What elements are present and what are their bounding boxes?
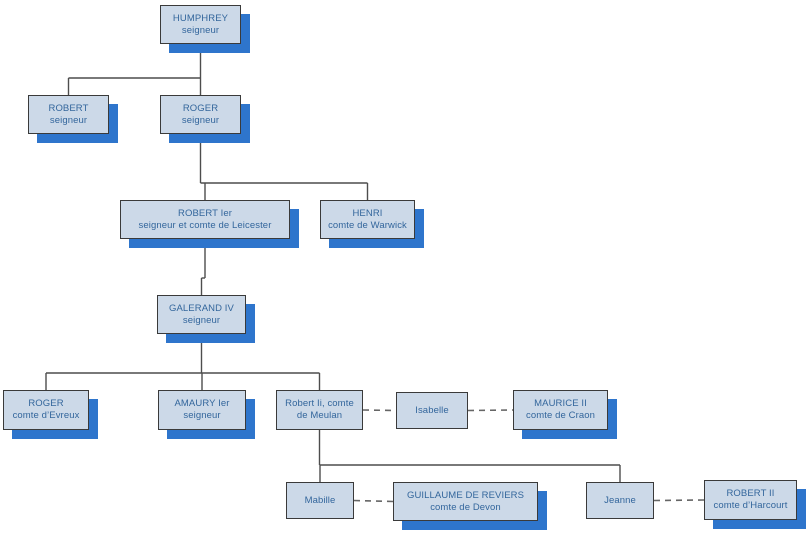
person-title: comte de Warwick — [328, 219, 407, 231]
person-name: Mabille — [304, 494, 336, 506]
person-name: HENRI — [352, 207, 383, 219]
person-title: de Meulan — [296, 410, 343, 421]
person-name: ROBERT Ier — [178, 207, 232, 219]
person-name: ROGER — [182, 102, 219, 114]
marriage-connector — [362, 409, 397, 412]
person-name: ROBERT — [48, 102, 89, 114]
person-name: Jeanne — [604, 494, 636, 506]
person-title: comte de Devon — [430, 501, 501, 513]
person-name: AMAURY Ier — [174, 398, 230, 409]
person-name: Robert Ii, comte — [285, 398, 354, 409]
person-title: seigneur — [181, 24, 220, 36]
person-node-jeanne[interactable]: Jeanne — [586, 482, 654, 519]
person-node-isabelle[interactable]: Isabelle — [396, 392, 468, 429]
person-title: seigneur — [181, 114, 220, 126]
person-name: Isabelle — [415, 404, 449, 416]
person-name: ROGER — [28, 398, 64, 409]
person-name: ROBERT II — [726, 488, 775, 499]
person-title: comte d’Harcourt — [713, 500, 788, 511]
person-title: seigneur — [183, 410, 221, 421]
person-name: GALERAND IV — [169, 302, 234, 314]
person-title: seigneur — [182, 314, 221, 326]
person-name: HUMPHREY — [172, 12, 229, 24]
marriage-connector — [353, 499, 394, 503]
person-title: comte d’Evreux — [12, 410, 80, 421]
person-name: MAURICE II — [534, 398, 587, 409]
marriage-connector — [653, 499, 705, 502]
marriage-connector — [467, 409, 514, 412]
person-title: seigneur et comte de Leicester — [138, 219, 272, 231]
person-title: comte de Craon — [526, 410, 595, 421]
person-name: GUILLAUME DE REVIERS — [406, 489, 525, 501]
person-node-mabille[interactable]: Mabille — [286, 482, 354, 519]
person-title: seigneur — [49, 114, 88, 126]
